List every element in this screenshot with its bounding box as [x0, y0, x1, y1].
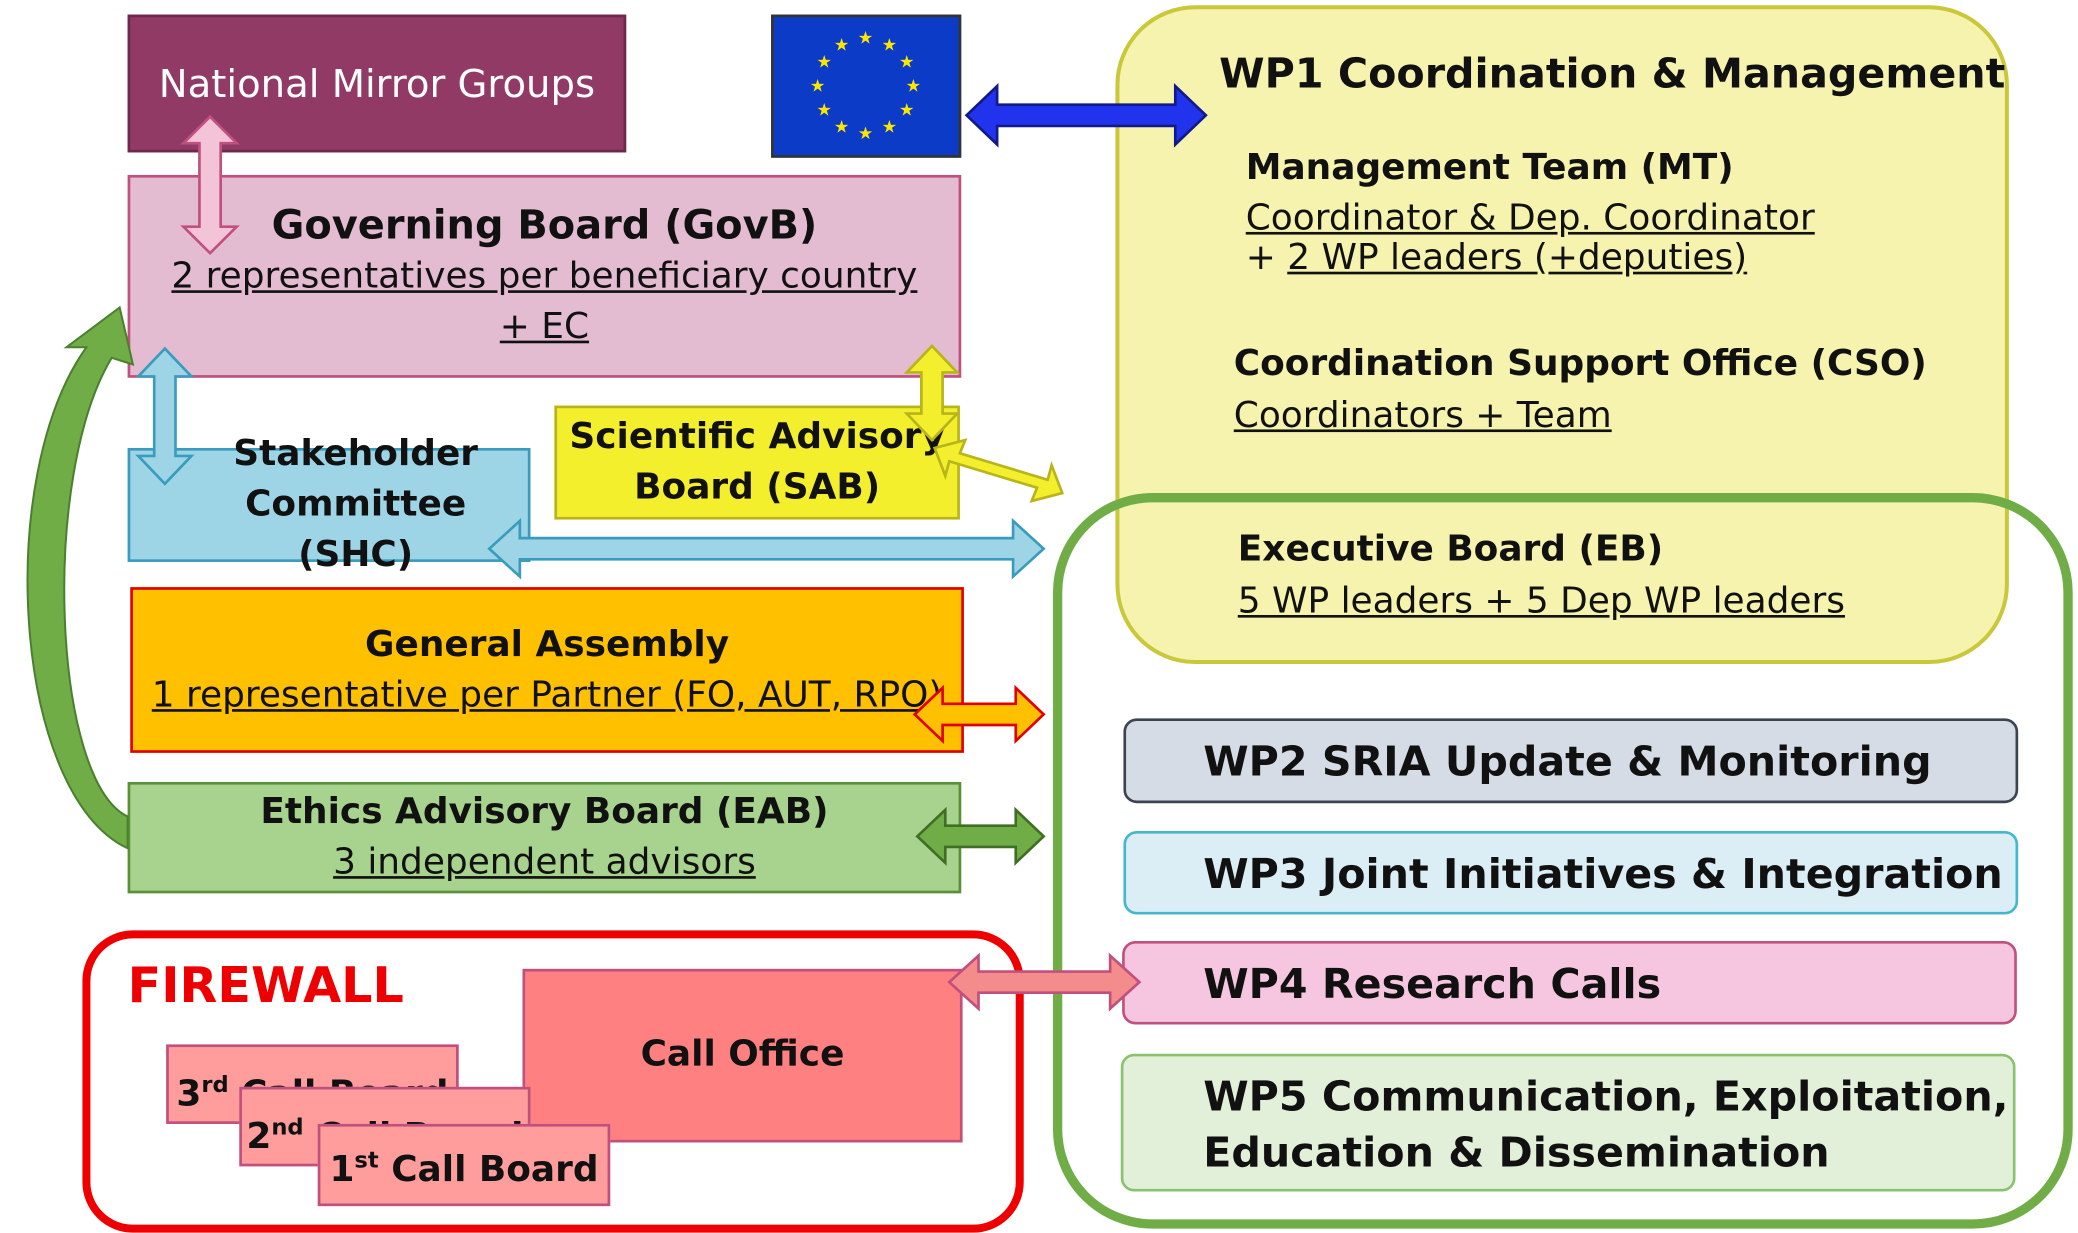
governing-board-line1: 2 representatives per beneficiary countr…: [171, 255, 918, 297]
svg-text:★: ★: [882, 118, 897, 138]
sab-line2: Board (SAB): [634, 466, 881, 508]
management-team-line2: 2 WP leaders (+deputies): [1287, 237, 1748, 279]
wp5-box: WP5 Communication, Exploitation, Educati…: [1120, 1053, 2016, 1192]
call-board-3-num: 3: [176, 1073, 202, 1115]
eu-flag-stars: ★ ★ ★ ★ ★ ★ ★ ★ ★ ★ ★ ★: [810, 29, 921, 144]
svg-text:★: ★: [834, 35, 849, 55]
management-team-line2-prefix: +: [1245, 237, 1288, 279]
ethics-advisory-board-title: Ethics Advisory Board (EAB): [260, 791, 829, 833]
wp3-box: WP3 Joint Initiatives & Integration: [1123, 831, 2019, 915]
call-office-label: Call Office: [640, 1033, 845, 1075]
eu-wp1-arrow: [964, 83, 1208, 148]
svg-text:★: ★: [817, 100, 832, 120]
svg-text:★: ★: [858, 124, 873, 144]
management-team-title: Management Team (MT): [1245, 147, 1734, 189]
wp4-box: WP4 Research Calls: [1122, 941, 2017, 1025]
eab-wp-arrow: [915, 806, 1046, 866]
management-team-line2-row: + 2 WP leaders (+deputies): [1246, 233, 1747, 283]
governing-board-line2: + EC: [499, 306, 590, 348]
stakeholder-committee-line1: Stakeholder: [233, 433, 479, 475]
cso-line1: Coordinators + Team: [1233, 394, 1612, 437]
svg-text:★: ★: [899, 53, 914, 73]
call-office-box: Call Office: [522, 968, 963, 1143]
curved-feedback-arrow: [26, 305, 135, 850]
nmg-govb-arrow: [180, 114, 240, 256]
management-team-line1: Coordinator & Dep. Coordinator: [1245, 197, 1815, 239]
work-packages-outline: [1052, 493, 2073, 1229]
call-board-2-num: 2: [246, 1115, 272, 1158]
call-board-1-text: Call Board: [391, 1148, 599, 1190]
wp2-box: WP2 SRIA Update & Monitoring: [1123, 718, 2019, 804]
sab-wp-arrow: [932, 438, 1065, 503]
firewall-label: FIREWALL: [127, 956, 404, 1014]
scientific-advisory-board-box: Scientific Advisory Board (SAB): [554, 405, 960, 520]
call-board-1-sup: st: [354, 1147, 379, 1174]
svg-text:★: ★: [834, 118, 849, 138]
call-board-3-sup: rd: [201, 1072, 229, 1099]
general-assembly-title: General Assembly: [365, 623, 730, 665]
stakeholder-committee-box: Stakeholder Committee (SHC): [127, 433, 531, 575]
call-board-1: 1st Call Board: [317, 1123, 611, 1207]
executive-board-title: Executive Board (EB): [1237, 528, 1664, 570]
national-mirror-groups-label: National Mirror Groups: [158, 60, 596, 107]
svg-text:★: ★: [906, 76, 921, 96]
shc-wp-arrow: [487, 517, 1046, 580]
wp5-line2: Education & Dissemination: [1203, 1129, 1830, 1177]
call-office-wp4-arrow: [947, 952, 1142, 1012]
stakeholder-committee-line2: Committee (SHC): [245, 483, 467, 576]
general-assembly-line1: 1 representative per Partner (FO, AUT, R…: [151, 673, 943, 716]
svg-text:★: ★: [858, 29, 873, 49]
ga-wp-arrow: [912, 684, 1046, 744]
svg-text:★: ★: [817, 53, 832, 73]
svg-text:★: ★: [810, 76, 825, 96]
ethics-advisory-board-line1: 3 independent advisors: [333, 841, 756, 883]
wp3-label: WP3 Joint Initiatives & Integration: [1203, 850, 2003, 899]
cso-title: Coordination Support Office (CSO): [1233, 343, 1927, 385]
wp1-panel: [1115, 5, 2009, 665]
wp2-label: WP2 SRIA Update & Monitoring: [1203, 738, 1932, 786]
ethics-advisory-board-box: Ethics Advisory Board (EAB) 3 independen…: [127, 781, 962, 894]
svg-text:★: ★: [882, 35, 897, 55]
wp1-title: WP1 Coordination & Management: [1219, 50, 2006, 99]
sab-line1: Scientific Advisory: [569, 416, 945, 458]
wp4-label: WP4 Research Calls: [1203, 960, 1662, 1009]
governing-board-title: Governing Board (GovB): [271, 202, 818, 250]
call-board-1-label: 1st Call Board: [329, 1135, 598, 1195]
govb-shc-arrow: [135, 346, 195, 486]
call-board-2-sup: nd: [271, 1114, 304, 1142]
wp5-line1: WP5 Communication, Exploitation,: [1203, 1073, 2009, 1122]
executive-board-line1: 5 WP leaders + 5 Dep WP leaders: [1237, 580, 1845, 622]
call-board-1-num: 1: [329, 1148, 355, 1190]
eu-flag-icon: ★ ★ ★ ★ ★ ★ ★ ★ ★ ★ ★ ★: [771, 14, 962, 158]
govb-sab-arrow: [903, 344, 961, 442]
governing-board-box: Governing Board (GovB) 2 representatives…: [127, 174, 962, 378]
general-assembly-box: General Assembly 1 representative per Pa…: [130, 587, 964, 753]
svg-text:★: ★: [899, 100, 914, 120]
